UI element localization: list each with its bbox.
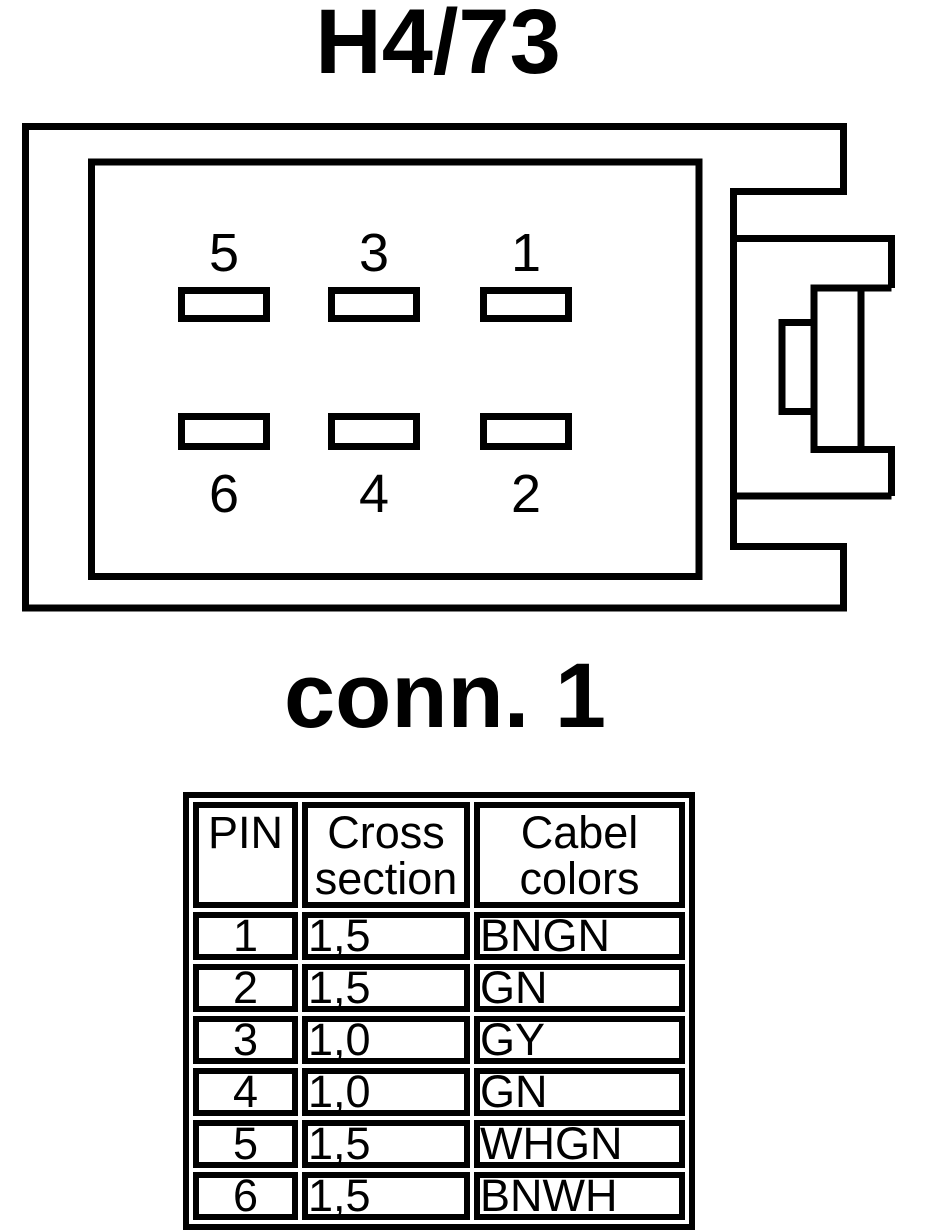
pin-number-cell: 4 — [193, 1068, 298, 1116]
cabel-color-cell: BNWH — [474, 1172, 685, 1220]
latch-bump-detail — [778, 319, 818, 415]
table-row: 3 1,0 GY — [193, 1016, 685, 1064]
pin-number-cell: 3 — [193, 1016, 298, 1064]
pin-slot-4 — [328, 413, 420, 450]
table-row: 6 1,5 BNWH — [193, 1172, 685, 1220]
cabel-color-cell: WHGN — [474, 1120, 685, 1168]
connector-name-label: conn. 1 — [283, 645, 607, 747]
pin-label-1: 1 — [511, 223, 541, 283]
connector-inner-face — [88, 158, 703, 580]
pin-label-2: 2 — [511, 464, 541, 524]
pin-slot-6 — [178, 413, 270, 450]
col-header-cross-section: Cross section — [302, 802, 470, 908]
table-row: 4 1,0 GN — [193, 1068, 685, 1116]
pin-number-cell: 6 — [193, 1172, 298, 1220]
table-row: 5 1,5 WHGN — [193, 1120, 685, 1168]
pin-label-4: 4 — [359, 464, 389, 524]
table-header-row: PIN Cross section Cabel colors — [193, 802, 685, 908]
pin-label-6: 6 — [209, 464, 239, 524]
connector-diagram: 5 3 1 6 4 2 — [22, 123, 895, 612]
pin-slot-5 — [178, 287, 270, 322]
pin-label-3: 3 — [359, 223, 389, 283]
pinout-table: PIN Cross section Cabel colors 1 1,5 BNG… — [183, 792, 695, 1230]
cross-section-cell: 1,5 — [302, 912, 470, 960]
table-row: 1 1,5 BNGN — [193, 912, 685, 960]
pin-slot-1 — [480, 287, 572, 322]
connector-outer-housing — [22, 123, 847, 612]
cross-section-cell: 1,0 — [302, 1016, 470, 1064]
pin-number-cell: 5 — [193, 1120, 298, 1168]
pin-slot-2 — [480, 413, 572, 450]
cabel-color-cell: BNGN — [474, 912, 685, 960]
col-header-cabel-colors: Cabel colors — [474, 802, 685, 908]
cross-section-cell: 1,5 — [302, 1172, 470, 1220]
cabel-color-cell: GN — [474, 964, 685, 1012]
pin-label-5: 5 — [209, 223, 239, 283]
cabel-color-cell: GY — [474, 1016, 685, 1064]
page-title: H4/73 — [315, 0, 561, 93]
cross-section-cell: 1,5 — [302, 1120, 470, 1168]
pin-slot-3 — [328, 287, 420, 322]
cross-section-cell: 1,5 — [302, 964, 470, 1012]
cabel-color-cell: GN — [474, 1068, 685, 1116]
pin-number-cell: 2 — [193, 964, 298, 1012]
col-header-pin: PIN — [193, 802, 298, 908]
table-row: 2 1,5 GN — [193, 964, 685, 1012]
pin-number-cell: 1 — [193, 912, 298, 960]
cross-section-cell: 1,0 — [302, 1068, 470, 1116]
